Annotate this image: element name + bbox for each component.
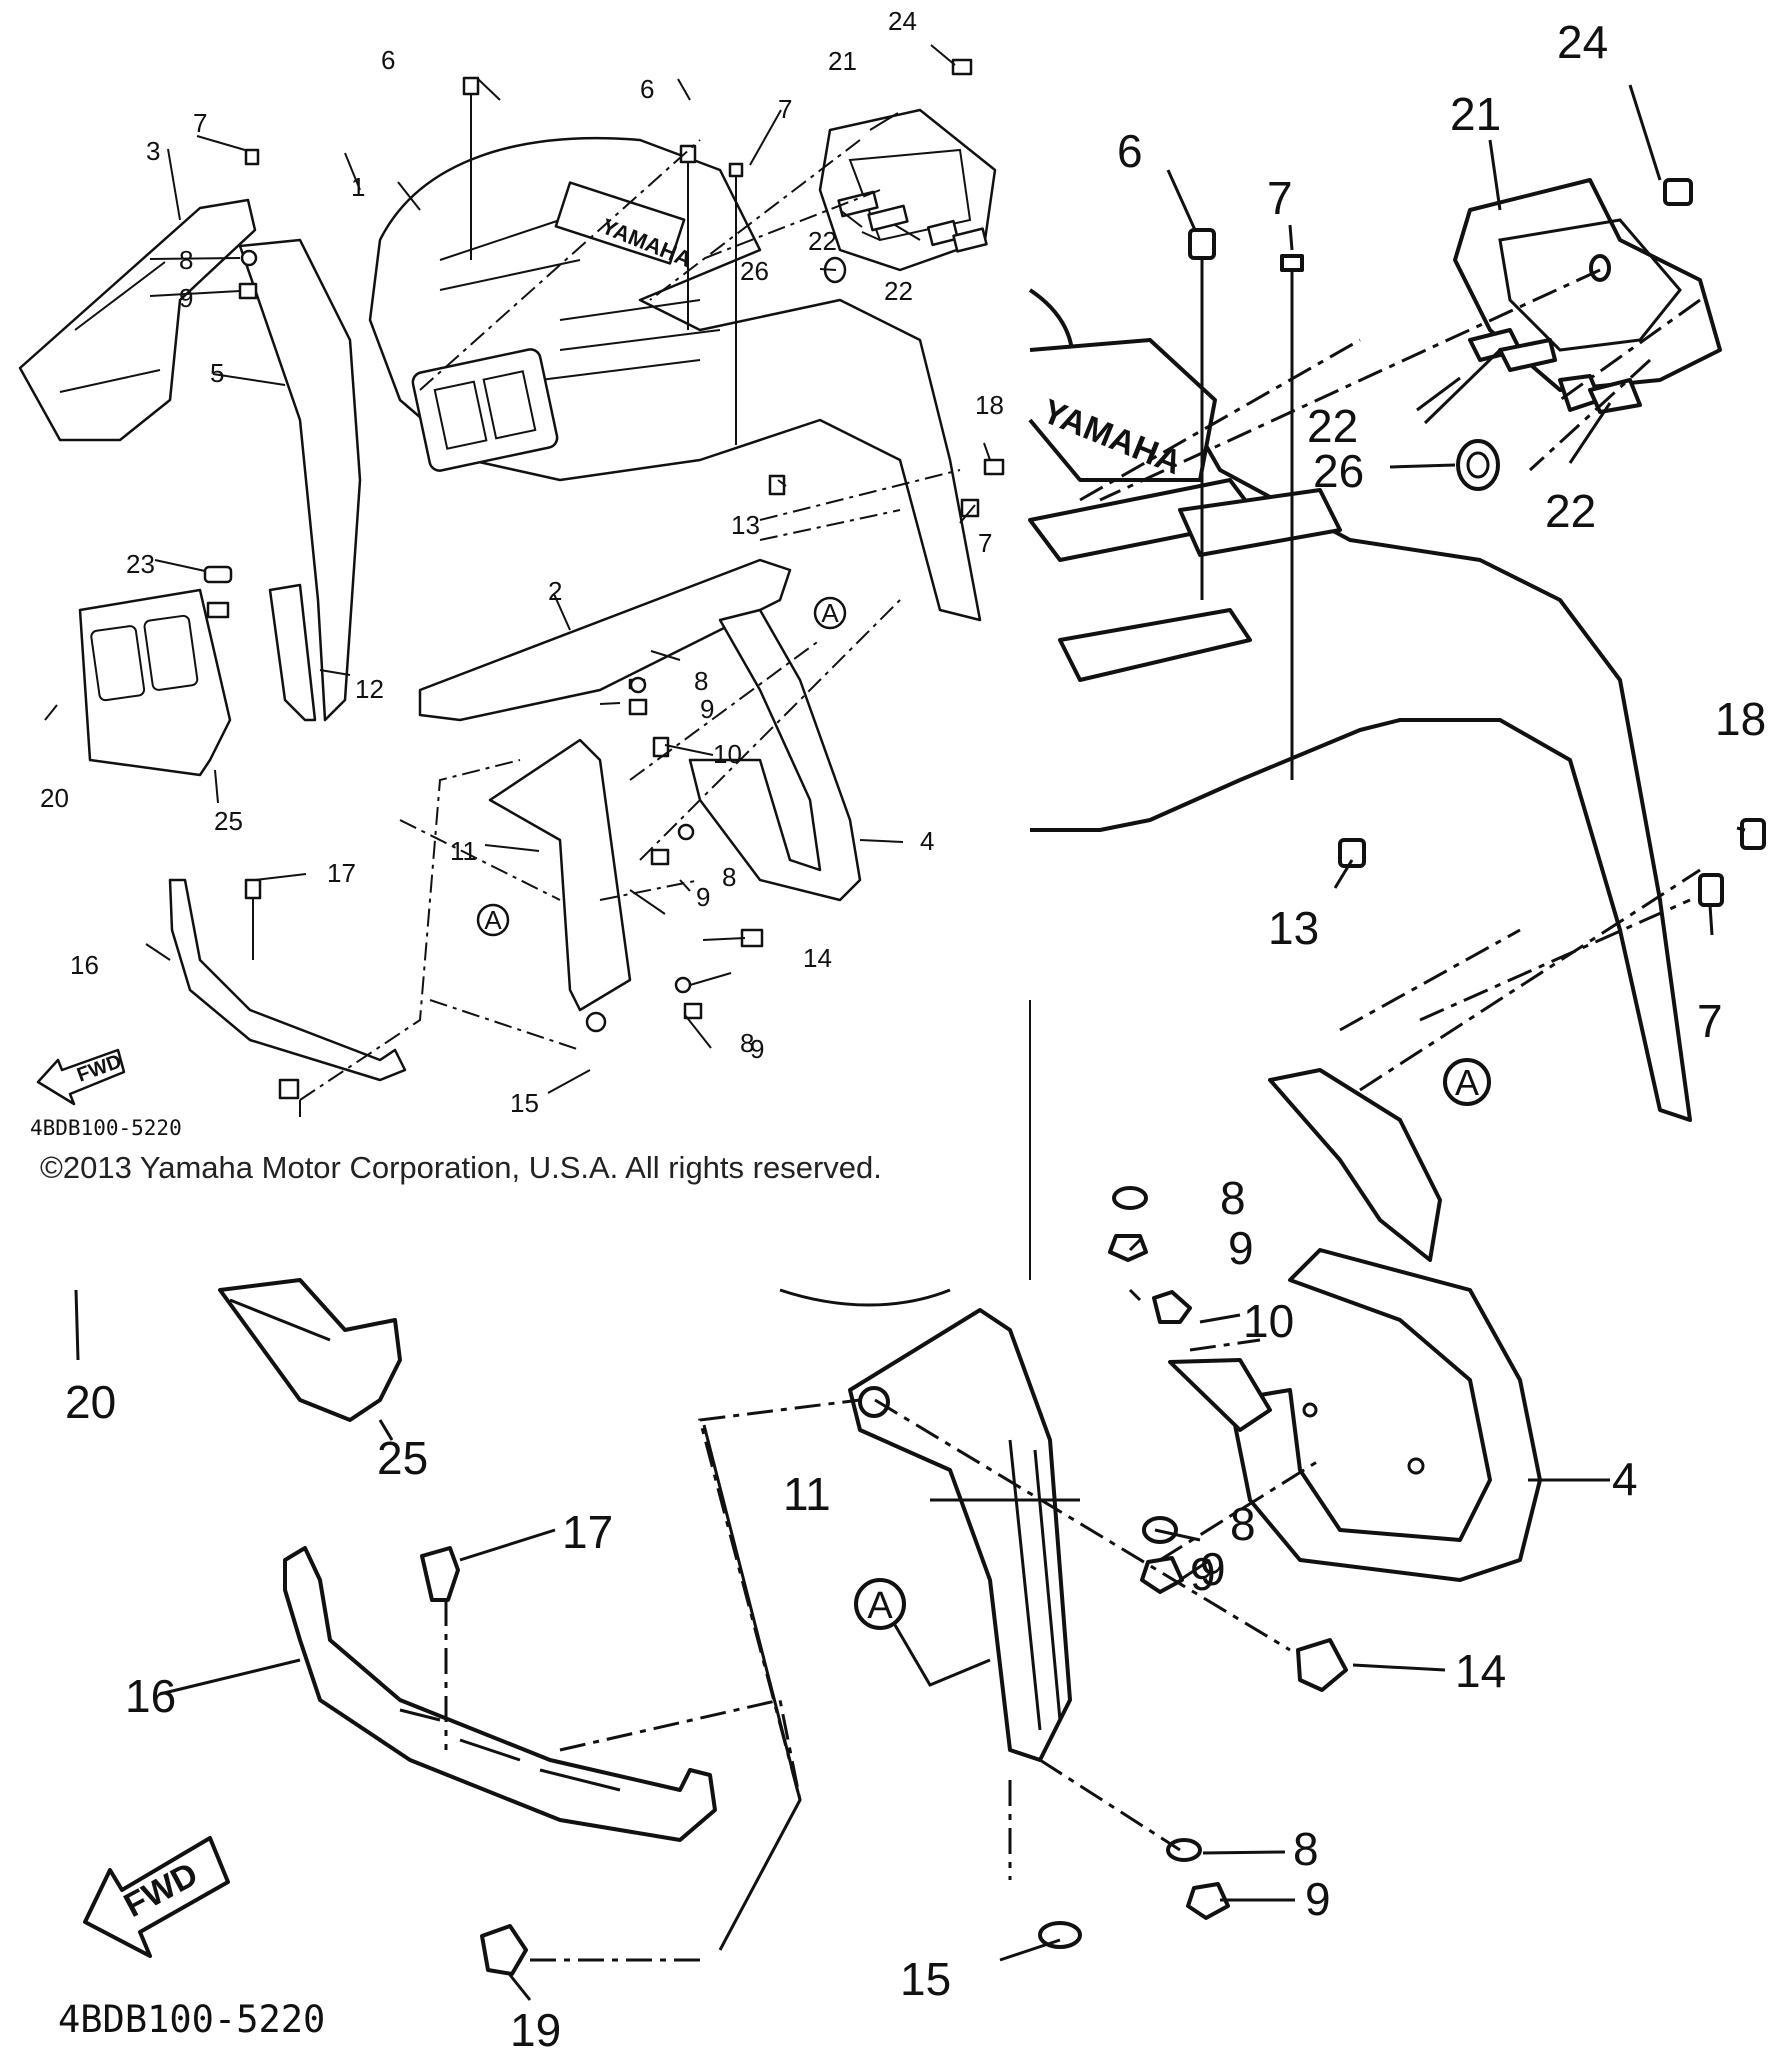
callout-9: 9	[696, 882, 710, 912]
callout-11-detail: 11	[783, 1468, 831, 1520]
callout-7-detail: 7	[1697, 995, 1723, 1047]
detail-light-housing	[1453, 178, 1722, 392]
part-16-guard-bar	[168, 878, 407, 1082]
callout-9-detail: 9	[1190, 1548, 1216, 1600]
part-2-under-panel	[418, 558, 792, 722]
callout-14-detail: 14	[1455, 1645, 1506, 1697]
callout-12: 12	[355, 674, 384, 704]
callout-7: 7	[778, 94, 792, 124]
callout-9-detail: 9	[1228, 1222, 1254, 1274]
detail-fender-top	[1268, 1068, 1442, 1262]
callout-5: 5	[210, 358, 224, 388]
ref-a-detail	[1443, 1058, 1491, 1106]
callout-9: 9	[750, 1034, 764, 1064]
part-12-strip	[268, 583, 317, 722]
callout-8-detail: 8	[1220, 1172, 1246, 1224]
callout-19-detail: 19	[510, 2004, 561, 2048]
part-5-side-strip	[238, 238, 362, 722]
callout-8: 8	[694, 666, 708, 696]
callout-15: 15	[510, 1088, 539, 1118]
part-1-front-cover	[368, 136, 982, 622]
callout-4-detail: 4	[1612, 1453, 1638, 1505]
callout-10-detail: 10	[1243, 1295, 1294, 1347]
ref-a-label: A	[484, 905, 502, 935]
callout-24: 24	[888, 6, 917, 36]
detail-fender-4	[1228, 1248, 1542, 1582]
callout-9: 9	[700, 694, 714, 724]
callout-25: 25	[214, 806, 243, 836]
callout-15-detail: 15	[900, 1953, 951, 2005]
callout-9: 9	[179, 283, 193, 313]
callout-18-detail: 18	[1715, 693, 1766, 745]
callout-16: 16	[70, 950, 99, 980]
callout-6: 6	[381, 45, 395, 75]
callout-7-detail: 7	[1267, 172, 1293, 224]
callout-8: 8	[722, 862, 736, 892]
ref-a-detail-bottom	[854, 1578, 906, 1630]
callout-4: 4	[920, 826, 934, 856]
callout-9-detail: 9	[1305, 1873, 1331, 1925]
detail-guard-16	[283, 1546, 717, 1842]
callout-6-detail: 6	[1117, 125, 1143, 177]
callout-6: 6	[640, 74, 654, 104]
callout-26: 26	[740, 256, 769, 286]
callout-22-detail: 22	[1307, 400, 1358, 452]
callout-8: 8	[179, 245, 193, 275]
ref-a-label: A	[1455, 1062, 1479, 1103]
part-headlight-box	[411, 348, 559, 472]
part-3-fender-flap	[18, 198, 257, 442]
callout-25-detail: 25	[377, 1432, 428, 1484]
callout-21: 21	[828, 46, 857, 76]
callout-13-detail: 13	[1268, 902, 1319, 954]
detail-top-right: YAMAHA	[1028, 16, 1766, 1302]
callout-7: 7	[978, 528, 992, 558]
detail-grommet-26	[1456, 439, 1500, 491]
part-25-headlight	[78, 588, 232, 777]
callout-21-detail: 21	[1450, 88, 1501, 140]
callout-16-detail: 16	[125, 1670, 176, 1722]
callout-22: 22	[884, 276, 913, 306]
overview-callouts: 1 2 3 4 5 6 6 7 7 7 8 8 8 8 9 9 9 9 10 1…	[40, 6, 1004, 1156]
ref-a-overview-1	[813, 596, 847, 630]
callout-18: 18	[975, 390, 1004, 420]
callout-20-detail: 20	[65, 1376, 116, 1428]
callout-11: 11	[450, 836, 477, 866]
detail-bottom: A 4 8 8 9 9 9 10 11 14 15 16 17 19 20 25	[65, 1248, 1638, 2048]
callout-7: 7	[193, 108, 207, 138]
fwd-arrow-small: FWD	[36, 1048, 126, 1106]
callout-26-detail: 26	[1313, 445, 1364, 497]
callout-2: 2	[548, 576, 562, 606]
callout-8-detail: 8	[1293, 1823, 1319, 1875]
callout-14: 14	[803, 943, 832, 973]
callout-3: 3	[146, 136, 160, 166]
copyright-notice: ©2013 Yamaha Motor Corporation, U.S.A. A…	[40, 1150, 882, 1185]
callout-10: 10	[713, 739, 742, 769]
callout-1: 1	[351, 172, 365, 202]
overview-drawing: A A FWD YAMAHA 1 2 3 4 5 6 6 7 7 7 8	[18, 6, 1005, 1156]
ref-a-overview-2	[476, 903, 510, 937]
callout-9-detail: 9	[1200, 1543, 1226, 1595]
callout-8-detail: 8	[1230, 1498, 1256, 1550]
detail-bottom-callouts: 4 8 8 9 9 9 10 11 14 15 16 17 19 20 25	[65, 1295, 1638, 2048]
ref-a-label: A	[867, 1585, 893, 1627]
overview-fasteners	[203, 58, 1005, 1100]
fwd-arrow-large: FWD	[83, 1836, 230, 1958]
part-11-bracket	[488, 738, 632, 1012]
diagram-code-large: 4BDB100-5220	[58, 1998, 326, 2041]
ref-a-label: A	[821, 598, 839, 628]
detail-top-callouts: 6 7 7 8 9 13 18 21 22 22 24 26	[1117, 16, 1766, 1274]
callout-22: 22	[808, 226, 837, 256]
callout-22-detail: 22	[1545, 485, 1596, 537]
callout-17-detail: 17	[562, 1506, 613, 1558]
callout-24-detail: 24	[1557, 16, 1608, 68]
diagram-code-small: 4BDB100-5220	[30, 1116, 182, 1140]
callout-23: 23	[126, 549, 155, 579]
callout-8: 8	[740, 1028, 754, 1058]
callout-17: 17	[327, 858, 356, 888]
callout-13: 13	[731, 510, 760, 540]
callout-20: 20	[40, 783, 69, 813]
